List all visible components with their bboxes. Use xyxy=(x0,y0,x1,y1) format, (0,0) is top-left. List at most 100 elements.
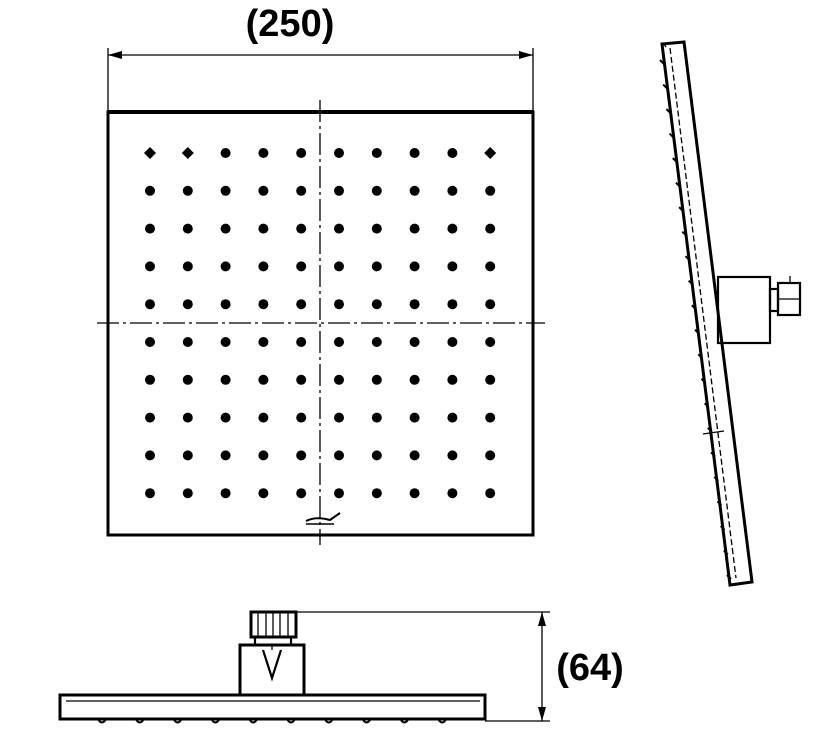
nozzle-dot xyxy=(334,261,344,272)
nozzle-dot xyxy=(447,148,458,158)
side-nozzle-tick xyxy=(684,255,691,261)
nozzle-dot xyxy=(145,337,155,347)
nozzle-dot xyxy=(220,488,231,499)
side-nozzle-tick xyxy=(716,500,723,507)
nozzle-dot xyxy=(145,185,155,196)
nozzle-dot xyxy=(409,223,420,234)
nozzle-dot xyxy=(220,299,231,310)
nozzle-dot xyxy=(258,488,269,499)
nozzle-dot xyxy=(296,299,307,310)
side-nozzle-tick xyxy=(672,157,678,163)
side-nozzle-tick xyxy=(668,132,675,139)
nozzle-dot xyxy=(485,223,496,234)
nozzle-dot xyxy=(220,223,231,234)
nozzle-dot xyxy=(145,261,155,272)
nozzle-dot xyxy=(334,412,344,423)
elevation-nozzle-bumps xyxy=(97,718,448,724)
nozzle-dot xyxy=(371,412,382,423)
elevation-plate xyxy=(58,693,487,721)
nozzle-dot xyxy=(409,185,420,196)
nozzle-grid xyxy=(144,147,497,499)
nozzle-dot xyxy=(258,148,269,158)
nozzle-dot xyxy=(371,450,382,461)
nozzle-dot xyxy=(258,261,269,272)
nozzle-dot xyxy=(334,299,344,310)
nozzle-dot xyxy=(334,450,344,461)
nozzle-dot xyxy=(371,223,382,234)
nozzle-dot xyxy=(258,450,269,461)
side-nozzle-tick xyxy=(713,476,719,482)
nozzle-dot xyxy=(371,337,382,347)
width-dimension-label: (250) xyxy=(246,3,335,45)
nozzle-dot xyxy=(182,450,193,461)
elevation-nozzle-bump xyxy=(286,718,296,724)
nozzle-dot xyxy=(296,450,307,461)
nozzle-dot xyxy=(447,185,458,196)
side-nozzle-tick xyxy=(659,59,665,65)
elevation-nozzle-bump xyxy=(399,718,410,724)
elevation-nozzle-bump xyxy=(361,718,372,724)
nozzle-dot xyxy=(296,223,307,234)
side-nozzle-tick xyxy=(675,181,681,188)
side-view xyxy=(659,40,802,587)
nozzle-dot xyxy=(447,488,458,499)
side-nozzle-tick xyxy=(681,230,688,237)
nozzle-dot xyxy=(258,185,269,196)
nozzle-dot xyxy=(296,412,307,423)
elevation-nozzle-bump xyxy=(97,718,107,724)
nozzle-dot xyxy=(485,488,496,499)
side-nozzle-tick xyxy=(726,574,732,580)
nozzle-dot xyxy=(145,374,155,385)
nozzle-dot xyxy=(220,412,231,423)
side-nozzle-tick xyxy=(703,402,710,409)
nozzle-dot xyxy=(484,147,497,159)
nozzle-dot xyxy=(447,223,458,234)
side-nozzle-tick xyxy=(700,378,707,384)
nozzle-dot xyxy=(258,412,269,423)
side-nozzle-tick xyxy=(688,280,694,286)
nozzle-dot xyxy=(447,450,458,461)
nozzle-dot xyxy=(371,374,382,385)
nozzle-dot xyxy=(485,261,496,272)
elevation-mount-block xyxy=(238,643,306,697)
nozzle-dot xyxy=(371,488,382,499)
height-dimension: (64) xyxy=(296,611,624,722)
nozzle-dot xyxy=(409,261,420,272)
nozzle-dot xyxy=(182,185,193,196)
nozzle-dot xyxy=(485,185,496,196)
nozzle-dot xyxy=(145,450,155,461)
elevation-nozzle-bump xyxy=(323,718,334,724)
side-nozzle-ticks xyxy=(659,59,732,580)
nozzle-dot xyxy=(182,488,193,499)
side-nozzle-tick xyxy=(707,427,713,433)
nozzle-dot xyxy=(258,223,269,234)
nozzle-dot xyxy=(220,337,231,347)
nozzle-dot xyxy=(334,148,344,158)
side-nozzle-tick xyxy=(723,549,729,556)
nozzle-dot xyxy=(182,261,193,272)
nozzle-dot xyxy=(220,374,231,385)
elevation-nozzle-bump xyxy=(134,718,145,724)
nozzle-dot xyxy=(485,412,496,423)
width-dimension: (250) xyxy=(107,3,534,112)
nozzle-dot xyxy=(371,185,382,196)
nozzle-dot xyxy=(258,337,269,347)
nozzle-dot xyxy=(409,450,420,461)
nozzle-dot xyxy=(182,299,193,310)
nozzle-dot xyxy=(409,374,420,385)
front-view: (250) xyxy=(97,3,545,545)
nozzle-dot xyxy=(371,299,382,310)
nozzle-dot xyxy=(145,299,155,310)
side-nozzle-tick xyxy=(662,83,668,90)
nozzle-dot xyxy=(145,488,155,499)
elevation-nozzle-bump xyxy=(437,718,448,724)
nozzle-dot xyxy=(447,337,458,347)
nozzle-dot xyxy=(144,147,156,159)
nozzle-dot xyxy=(258,374,269,385)
nozzle-dot xyxy=(220,450,231,461)
nozzle-dot xyxy=(296,488,307,499)
nozzle-dot xyxy=(371,148,382,158)
elevation-view: (64) xyxy=(58,610,624,724)
nozzle-dot xyxy=(485,337,496,347)
nozzle-dot xyxy=(447,412,458,423)
